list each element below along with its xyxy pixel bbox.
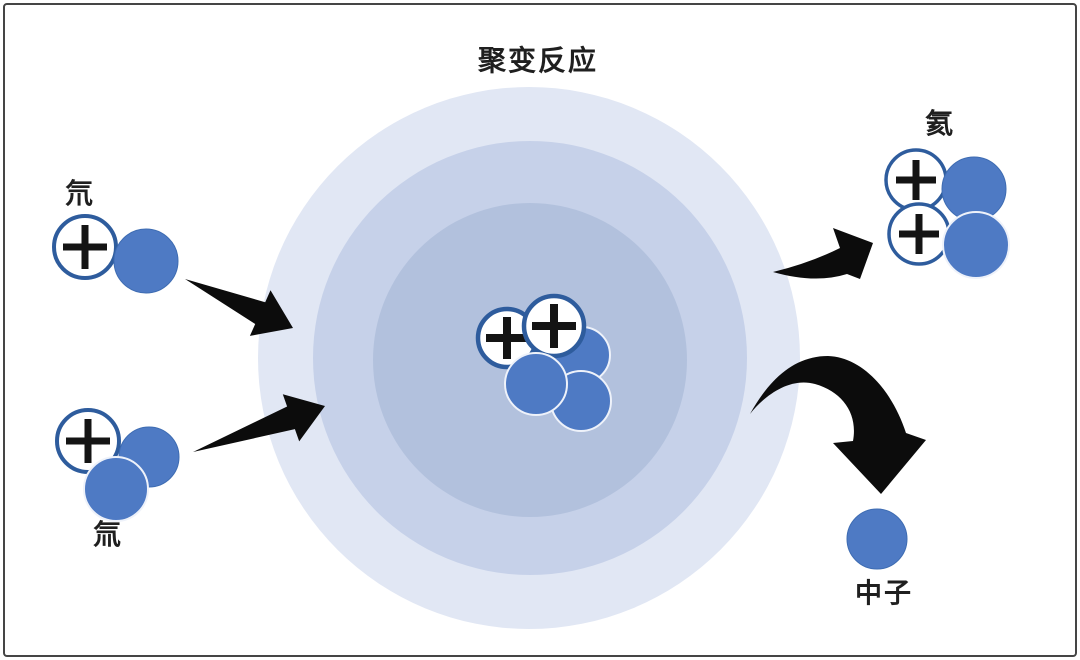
neutron-circle — [846, 508, 908, 570]
arrow-tritium-in — [193, 394, 325, 452]
deuterium-atom — [52, 214, 179, 294]
neutron-circle — [113, 228, 179, 294]
plus-bar-vertical — [915, 214, 923, 254]
plus-bar-vertical — [81, 225, 89, 269]
neutron-label: 中子 — [855, 578, 913, 609]
arrow-neutron-out — [750, 356, 926, 494]
neutron-circle — [942, 211, 1010, 279]
plus-bar-vertical — [84, 419, 92, 463]
plus-icon — [66, 419, 110, 463]
arrow-deuterium-in — [185, 279, 293, 336]
plus-icon — [532, 304, 576, 348]
deuterium-label: 氘 — [64, 178, 96, 209]
arrow-helium-out — [773, 228, 873, 279]
neutron-circle — [504, 352, 568, 416]
plus-icon — [896, 160, 936, 200]
diagram-title: 聚变反应 — [477, 45, 599, 76]
helium-atom — [884, 148, 1010, 279]
plus-icon — [899, 214, 939, 254]
helium-label: 氦 — [924, 108, 956, 139]
tritium-atom — [55, 408, 180, 522]
plus-icon — [63, 225, 107, 269]
tritium-label: 氚 — [92, 519, 124, 550]
plus-bar-vertical — [550, 304, 558, 348]
fusion-core-nucleus — [475, 293, 612, 432]
plus-icon — [486, 317, 528, 359]
plus-bar-vertical — [503, 317, 511, 359]
neutron-circle — [83, 456, 149, 522]
plus-bar-vertical — [912, 160, 920, 200]
free-neutron-particle — [846, 508, 908, 570]
